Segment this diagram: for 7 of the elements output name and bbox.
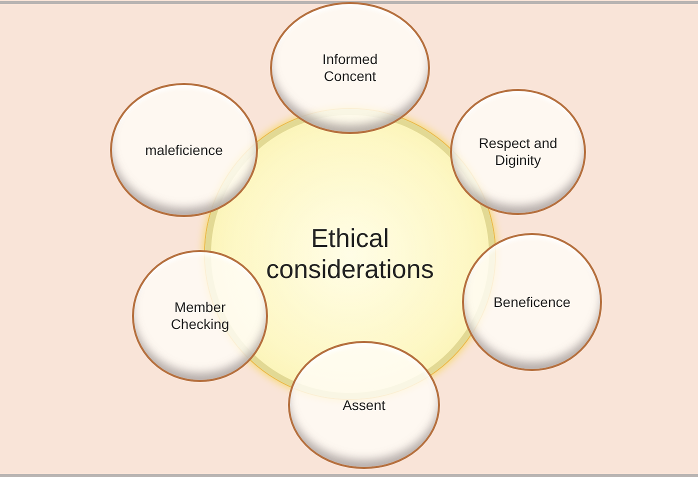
topic-label: Beneficence <box>493 294 571 310</box>
topic-title: Ethical considerations <box>265 222 435 286</box>
topic-label: Informed Concent <box>321 51 379 85</box>
topic-label: maleficience <box>145 142 223 158</box>
topic-label: Respect and Diginity <box>478 135 558 169</box>
topic-label: Assent <box>342 396 386 414</box>
topic-label: Member Checking <box>170 299 230 333</box>
